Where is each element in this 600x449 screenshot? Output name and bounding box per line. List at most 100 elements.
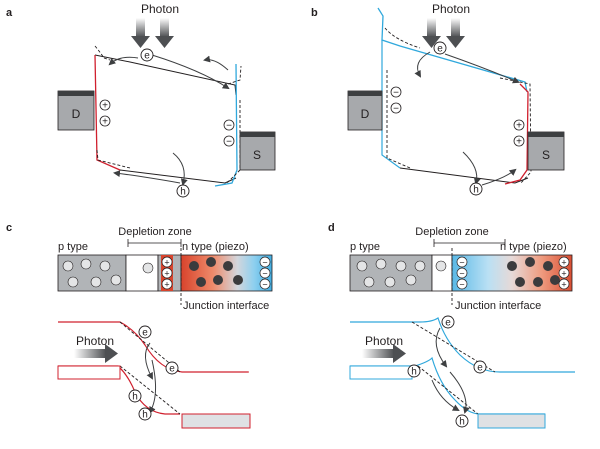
minus-charge-b1	[390, 86, 402, 98]
plus-sign-a2: +	[102, 117, 108, 128]
hole-label-d1: h	[411, 367, 417, 378]
junction-bar-d	[349, 248, 573, 305]
p-type-d: p type	[350, 241, 380, 253]
n-type-d: n type (piezo)	[500, 241, 567, 253]
band-bending-red-b	[504, 83, 529, 185]
hole-path-a	[172, 152, 188, 186]
hole-label-c2: h	[142, 410, 148, 421]
hole-arrow-c	[148, 359, 156, 414]
hole-left-a	[113, 170, 181, 184]
electron-return-a	[203, 55, 229, 71]
minus-charge-a1	[223, 119, 235, 131]
electron-label-d2: e	[477, 363, 483, 374]
electron-label-b: e	[437, 44, 443, 55]
plus-c1: +	[164, 258, 169, 268]
junction-interface-c: Junction interface	[183, 300, 269, 312]
minus-c1: −	[262, 258, 267, 268]
band-bending-red-a	[94, 54, 121, 171]
panel-letter-d: d	[328, 222, 335, 234]
source-electrode-a: S	[239, 131, 276, 171]
plus-charge-b2	[513, 135, 525, 147]
hole-a	[176, 184, 190, 198]
electron-c2	[165, 361, 179, 375]
hole-label-c1: h	[132, 392, 138, 403]
valence-band-a	[119, 169, 237, 184]
minus-sign-a1: −	[226, 121, 232, 132]
minus-sign-b2: −	[393, 104, 399, 115]
depletion-zone-d: Depletion zone	[415, 226, 488, 238]
electron-c1	[138, 325, 152, 339]
panel-a: a Photon e h + + −	[6, 2, 276, 198]
hole-label-d2: h	[459, 417, 465, 428]
photon-arrow-c	[74, 344, 118, 363]
dashed-vb-ref-c	[119, 365, 181, 415]
panel-letter-a: a	[6, 7, 13, 19]
interface-charges-d: − − − + + +	[456, 256, 570, 290]
depletion-ticks-c	[127, 239, 182, 247]
band-left-blue-b	[381, 40, 401, 169]
plus-charge-a1	[99, 99, 111, 111]
depletion-zone-c: Depletion zone	[118, 226, 191, 238]
minus-charge-b2	[390, 102, 402, 114]
electron-arrow-c	[145, 342, 153, 380]
p-region-bar-d	[349, 365, 413, 380]
electron-left-a	[108, 56, 139, 66]
panel-d: d Depletion zone p type n type (piezo)	[328, 222, 575, 429]
electron-label-d1: e	[445, 318, 451, 329]
plus-sign-b1: +	[516, 121, 522, 132]
valence-band-d	[350, 356, 545, 415]
band-bending-blue-a	[214, 63, 238, 187]
minus-c2: −	[262, 269, 267, 279]
junction-interface-d: Junction interface	[455, 300, 541, 312]
photon-label-d: Photon	[365, 334, 403, 348]
valence-band-b	[399, 167, 529, 184]
panel-b: b Photon e h − − + + D	[311, 2, 565, 196]
plus-charge-a2	[99, 115, 111, 127]
electron-label-a: e	[144, 51, 150, 62]
drain-electrode-b: D	[347, 90, 383, 131]
depletion-ticks-d	[433, 239, 506, 247]
dashed-band-b1	[384, 27, 421, 49]
electron-down-b	[414, 51, 431, 78]
plus-d3: +	[561, 280, 566, 290]
interface-charges-c: + + + − − −	[161, 256, 271, 290]
dashed-vb-ref-d	[417, 365, 479, 415]
electron-a	[140, 48, 154, 62]
electron-path-b	[444, 53, 520, 84]
source-electrode-b: S	[527, 131, 565, 171]
electron-arrow-d	[435, 327, 448, 368]
dashed-band-a2	[96, 149, 131, 169]
minus-d1: −	[459, 258, 464, 268]
dashed-band-a1	[94, 45, 111, 61]
band-bending-blue-b	[377, 7, 528, 93]
hole-d2	[455, 414, 469, 428]
electron-label-c1: e	[142, 328, 148, 339]
electron-d2	[473, 360, 487, 374]
hole-d1	[407, 364, 421, 378]
drain-label-a: D	[72, 107, 81, 121]
photon-arrows-a	[131, 18, 174, 48]
photon-label-b: Photon	[432, 2, 470, 16]
n-region-bar-d	[477, 413, 546, 429]
p-type-c: p type	[58, 241, 88, 253]
electron-path-a	[151, 54, 230, 90]
plus-sign-a1: +	[102, 101, 108, 112]
drain-electrode-a: D	[57, 90, 95, 131]
photon-label-a: Photon	[141, 2, 179, 16]
hole-b	[469, 182, 483, 196]
photon-arrows-b	[422, 18, 465, 48]
hole-label-b: h	[473, 185, 479, 196]
minus-c3: −	[262, 280, 267, 290]
hole-right-b	[481, 168, 517, 186]
source-label-a: S	[253, 148, 261, 162]
plus-c3: +	[164, 280, 169, 290]
minus-sign-a2: −	[226, 137, 232, 148]
electron-d1	[441, 315, 455, 329]
panel-letter-b: b	[311, 7, 318, 19]
minus-d2: −	[459, 269, 464, 279]
minus-charge-a2	[223, 135, 235, 147]
photon-label-c: Photon	[76, 334, 114, 348]
photon-arrow-d	[362, 344, 406, 363]
hole-path-b	[462, 151, 481, 185]
